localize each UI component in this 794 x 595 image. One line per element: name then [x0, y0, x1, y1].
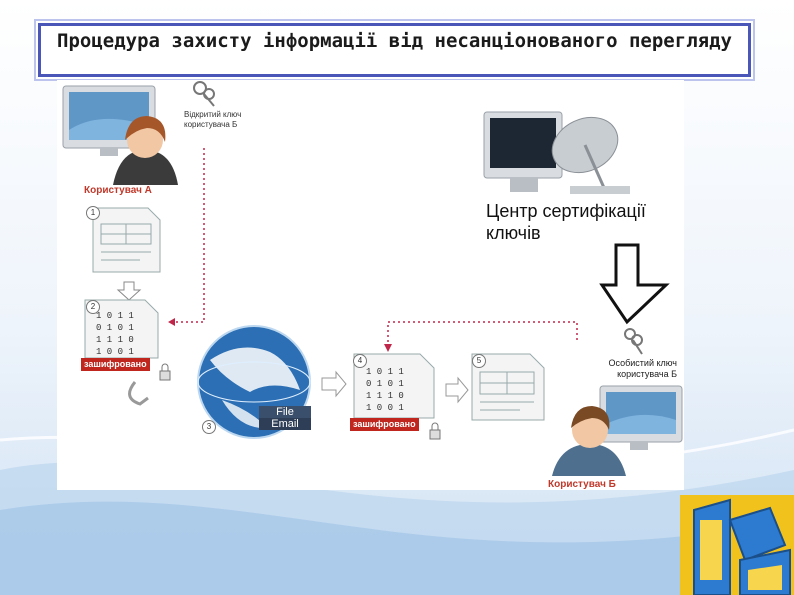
svg-text:1 0 0 1: 1 0 0 1 — [96, 347, 134, 357]
arrow-down-icon — [599, 243, 670, 325]
svg-text:1 1 1 0: 1 1 1 0 — [366, 391, 404, 401]
monitor-icon — [599, 385, 683, 450]
key-icon — [624, 328, 643, 355]
satellite-dish-icon — [551, 116, 630, 194]
email-label: Email — [259, 418, 311, 430]
encrypted-badge: зашифровано — [350, 418, 419, 431]
svg-text:0 1 0 1: 0 1 0 1 — [366, 379, 404, 389]
lock-icon — [159, 363, 171, 381]
document-icon — [471, 353, 545, 421]
kb-logo-icon — [680, 495, 794, 595]
svg-text:0 1 0 1: 0 1 0 1 — [96, 323, 134, 333]
document-icon: 1 0 1 1 0 1 0 1 1 1 1 0 1 0 0 1 — [353, 353, 435, 419]
step-number: 1 — [86, 206, 100, 220]
svg-text:1 0 1 1: 1 0 1 1 — [366, 367, 404, 377]
lock-icon — [429, 422, 441, 440]
certification-center-label: Центр сертифікації ключів — [486, 201, 646, 243]
monitor-icon — [483, 111, 563, 192]
user-a-label: Користувач А — [84, 185, 152, 196]
curved-arrow — [128, 381, 149, 406]
globe-file-email-label: File Email — [259, 406, 311, 430]
step-number: 2 — [86, 300, 100, 314]
document-icon: 1 0 1 1 0 1 0 1 1 1 1 0 1 0 0 1 — [84, 299, 159, 359]
arrow-down-icon — [116, 281, 142, 301]
step-number: 3 — [202, 420, 216, 434]
private-key-path — [387, 321, 578, 346]
svg-text:1 1 1 0: 1 1 1 0 — [96, 335, 134, 345]
arrow-right-icon — [445, 376, 469, 404]
user-a-avatar — [113, 116, 178, 185]
svg-text:1 0 0 1: 1 0 0 1 — [366, 403, 404, 413]
svg-text:1 0 1 1: 1 0 1 1 — [96, 311, 134, 321]
step-number: 5 — [472, 354, 486, 368]
document-icon — [92, 207, 161, 273]
file-label: File — [276, 406, 294, 418]
user-b-avatar — [552, 406, 626, 476]
public-key-label: Відкритий ключ користувача Б — [184, 110, 242, 129]
encrypted-badge: зашифровано — [81, 358, 150, 371]
private-key-label: Особистий ключ користувача Б — [608, 358, 678, 379]
user-b-label: Користувач Б — [548, 479, 616, 490]
step-number: 4 — [353, 354, 367, 368]
slide-title: Процедура захисту інформації від несанці… — [38, 23, 751, 77]
arrow-right-icon — [321, 370, 347, 398]
key-icon — [193, 81, 215, 107]
